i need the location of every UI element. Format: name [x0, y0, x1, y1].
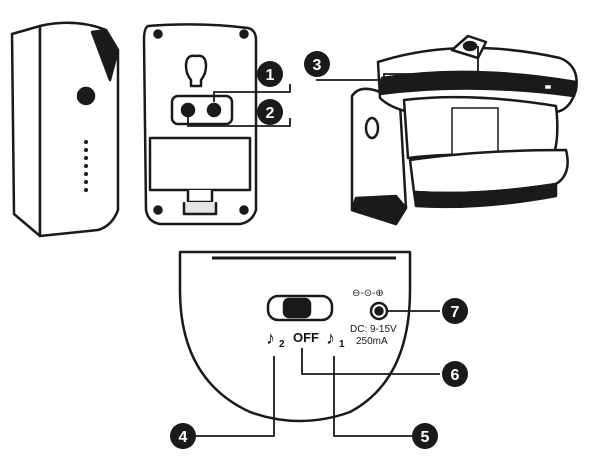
svg-text:5: 5: [421, 429, 430, 446]
leader-line-6: [301, 348, 440, 375]
callout-2: 2: [257, 99, 283, 125]
power-spec-line-1: DC: 9-15V: [350, 324, 397, 335]
switch-label-off: OFF: [293, 330, 319, 345]
leader-line-3: [316, 46, 479, 81]
receiver-back-view-icon: [142, 23, 258, 226]
switch-label-melody-1-sub: 1: [339, 339, 345, 350]
receiver-front-view-icon: [10, 21, 120, 238]
receiver-bottom-panel-icon: [178, 250, 412, 423]
leader-lines: [187, 46, 479, 437]
svg-text:4: 4: [179, 429, 188, 446]
switch-label-melody-1-symbol: ♪: [326, 328, 335, 348]
svg-text:6: 6: [451, 367, 460, 384]
switch-label-melody-2-sub: 2: [279, 339, 285, 350]
callout-6: 6: [442, 361, 468, 387]
svg-text:1: 1: [266, 67, 275, 84]
callout-7: 7: [442, 298, 468, 324]
leader-line-5: [333, 356, 414, 437]
power-spec-line-2: 250mA: [356, 336, 388, 347]
motion-sensor-icon: [350, 34, 578, 226]
callout-5: 5: [412, 423, 438, 449]
polarity-symbol: ⊖-⊙-⊕: [352, 288, 384, 299]
leader-line-1: [213, 84, 291, 102]
switch-label-melody-2-symbol: ♪: [266, 328, 275, 348]
callout-3: 3: [304, 51, 330, 77]
leader-line-4: [194, 356, 275, 437]
leader-line-2: [187, 116, 291, 127]
svg-text:2: 2: [266, 105, 275, 122]
callout-4: 4: [170, 423, 196, 449]
callout-1: 1: [257, 61, 283, 87]
svg-text:7: 7: [451, 304, 460, 321]
svg-text:3: 3: [313, 57, 322, 74]
